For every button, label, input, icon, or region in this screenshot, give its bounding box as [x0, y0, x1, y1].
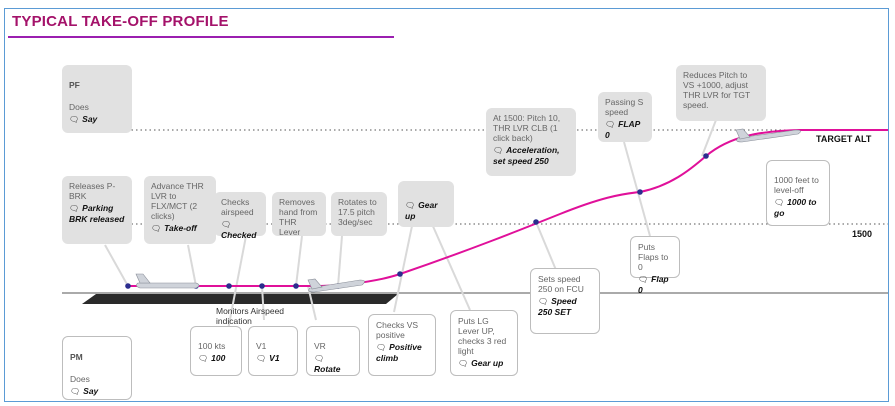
- pf-say: Say: [69, 114, 125, 125]
- pf-step-removes-hand: Removes hand from THR Lever: [272, 192, 326, 237]
- slide-frame: [4, 8, 889, 402]
- pm-step-lg-lever: Puts LG Lever UP, checks 3 red light Gea…: [450, 310, 518, 376]
- pf-header: PF: [69, 80, 80, 90]
- pf-step-checks-airspeed: Checks airspeed Checked: [214, 192, 266, 240]
- pf-step-release-brake: Releases P-BRK Parking BRK released: [62, 176, 132, 244]
- pm-say: Say: [70, 386, 124, 397]
- pm-step-vr: VR Rotate: [306, 326, 360, 376]
- pf-step-passing-s: Passing S speed FLAP 0: [598, 92, 652, 142]
- pm-legend-box: PM Does Say: [62, 336, 132, 400]
- runway: [82, 294, 398, 304]
- pf-step-advance-thr: Advance THR LVR to FLX/MCT (2 clicks) Ta…: [144, 176, 216, 244]
- pf-step-gear-up: Gear up: [398, 181, 454, 227]
- pf-step-reduces-pitch: Reduces Pitch to VS +1000, adjust THR LV…: [676, 65, 766, 121]
- connector-lines: [104, 119, 717, 341]
- target-alt-label: TARGET ALT: [816, 134, 872, 144]
- pm-step-flaps-0: Puts Flaps to 0 Flap 0: [630, 236, 680, 295]
- monitors-label: Monitors Airspeed indication: [216, 306, 285, 326]
- aircraft-takeoff-roll: [135, 273, 200, 289]
- pm-does: Does: [70, 374, 90, 384]
- pm-step-100kts: 100 kts 100: [190, 326, 242, 376]
- pf-does: Does: [69, 102, 89, 112]
- pm-step-v1: V1 V1: [248, 326, 298, 376]
- pf-step-rotates: Rotates to 17.5 pitch 3deg/sec: [331, 192, 387, 236]
- pm-header: PM: [70, 352, 83, 362]
- pf-step-at-1500: At 1500: Pitch 10, THR LVR CLB (1 click …: [486, 108, 576, 176]
- pm-step-1000-feet: 1000 feet to level-off 1000 to go: [766, 160, 830, 226]
- flight-path: [128, 129, 888, 287]
- title-underline: [8, 36, 394, 38]
- pf-legend-box: PF Does Say: [62, 65, 132, 133]
- page-title: TYPICAL TAKE-OFF PROFILE: [12, 13, 229, 30]
- pm-step-checks-vs: Checks VS positive Positive climb: [368, 314, 436, 376]
- aircraft-rotation: [307, 278, 365, 293]
- aircraft-climb: [735, 128, 801, 143]
- pm-step-sets-speed: Sets speed 250 on FCU Speed 250 SET: [530, 268, 600, 334]
- alt-1500-label: 1500: [852, 229, 873, 239]
